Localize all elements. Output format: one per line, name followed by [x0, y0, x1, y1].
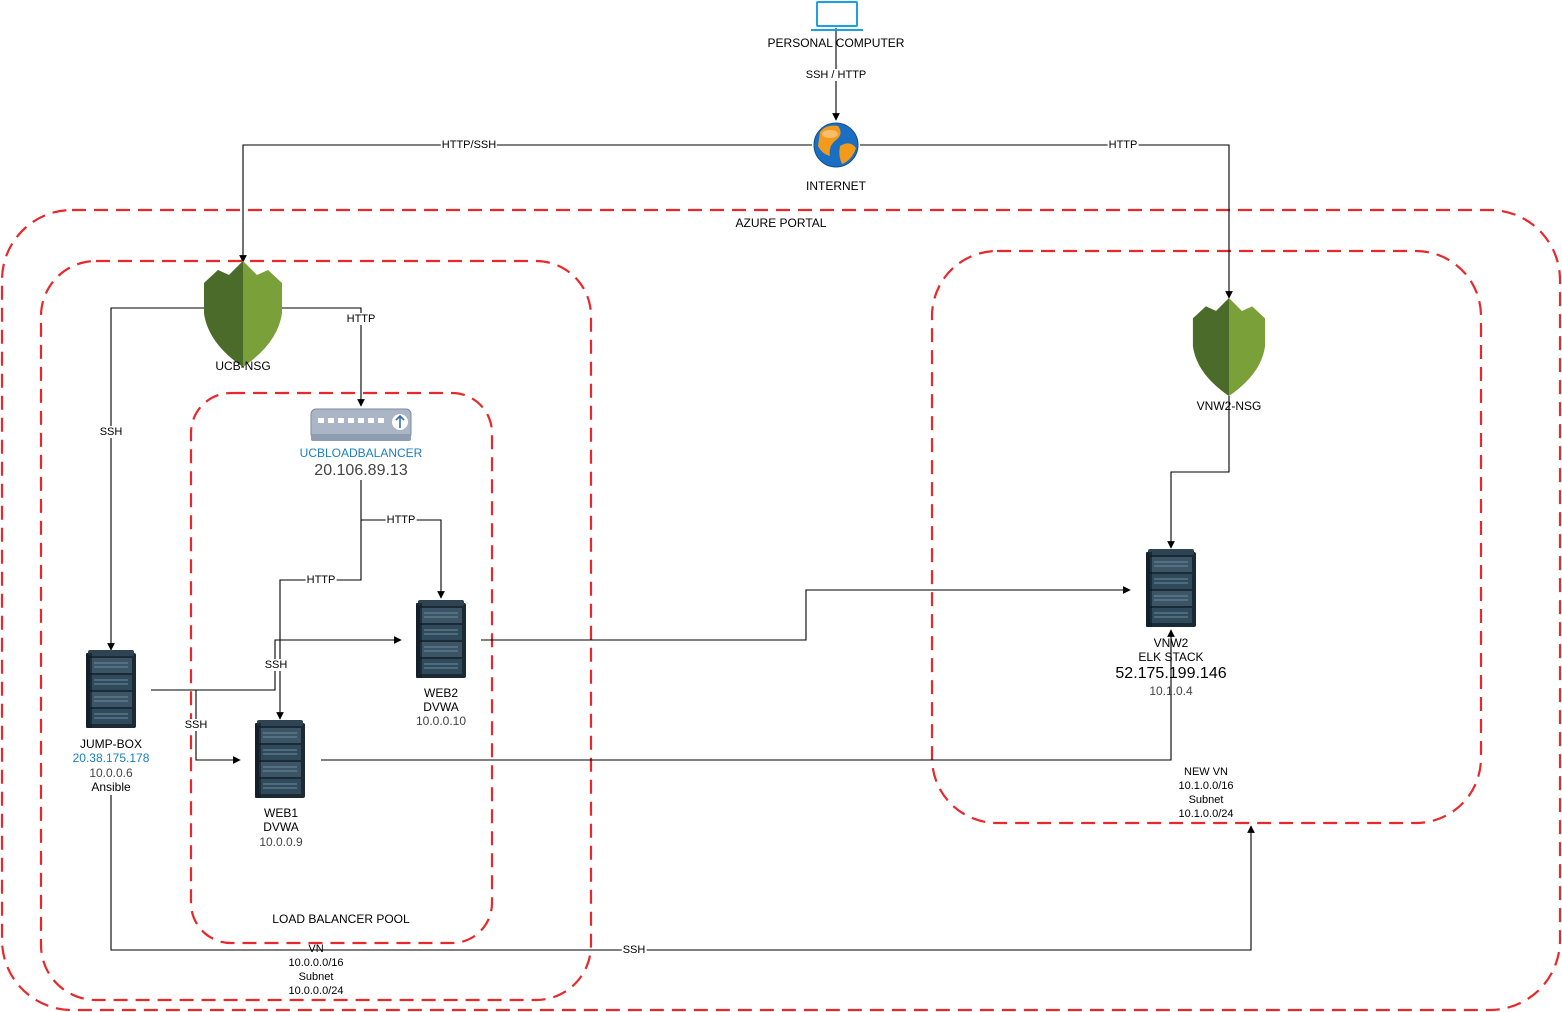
edge-label-lb-web1: HTTP: [305, 574, 337, 586]
load-balancer-ip: 20.106.89.13: [314, 462, 408, 479]
laptop-icon: [811, 1, 863, 31]
jump-box-name: JUMP-BOX: [79, 737, 143, 751]
jump-box-server-icon: [86, 650, 136, 728]
azure-portal-zone: [0, 208, 1562, 1012]
vnw2-app: ELK STACK: [1138, 650, 1204, 664]
load-balancer-icon: [310, 408, 412, 441]
new-vn-label-line: NEW VN: [1184, 766, 1228, 778]
globe-icon: [813, 122, 859, 168]
edge-nsg-jump: [107, 307, 205, 651]
vnw2-nsg-label: VNW2-NSG: [1196, 399, 1262, 413]
edge-label-jump-newvn: SSH: [621, 944, 647, 956]
web1-server-icon: [255, 720, 305, 798]
vnw2-ip: 10.1.0.4: [1149, 684, 1193, 698]
jump-box-private-ip: 10.0.0.6: [89, 766, 133, 780]
edge-label-pc-internet: SSH / HTTP: [804, 69, 868, 81]
edge-label-lb-web2: HTTP: [385, 514, 417, 526]
vnw2-name: VNW2: [1153, 636, 1189, 650]
edge-label-nsg-jump: SSH: [98, 426, 124, 438]
web2-ip: 10.0.0.10: [415, 714, 467, 728]
jump-box-role: Ansible: [91, 780, 131, 794]
web1-ip: 10.0.0.9: [259, 835, 303, 849]
edge-label-jump-web1: SSH: [183, 719, 209, 731]
vn-label-line: VN: [308, 943, 324, 955]
edge-label-nsg-lb: HTTP: [345, 313, 377, 325]
vn-label-line: Subnet: [298, 971, 334, 983]
edge-label-internet-vnw2: HTTP: [1107, 139, 1139, 151]
web2-server-icon: [416, 600, 466, 678]
personal-computer-label: PERSONAL COMPUTER: [767, 36, 905, 50]
new-vn-label-line: Subnet: [1188, 794, 1224, 806]
load-balancer-pool-zone: [189, 391, 494, 945]
edge-label-jump-web2: SSH: [263, 659, 289, 671]
azure-portal-label: AZURE PORTAL: [735, 216, 827, 230]
edge-internet-vnw2: [860, 144, 1233, 299]
edge-nsg-lb: [281, 307, 365, 407]
new-vn-label-line: 10.1.0.0/16: [1178, 780, 1234, 792]
edge-lb-web2: [360, 480, 445, 599]
web2-name: WEB2: [423, 686, 459, 700]
edge-jump-web1: [195, 690, 241, 764]
internet-label: INTERNET: [806, 179, 866, 193]
vn-label-line: 10.0.0.0/24: [288, 985, 344, 997]
edge-lb-web1: [276, 520, 362, 720]
ucb-nsg-shield-icon: [204, 261, 282, 367]
edge-nsg2-elk: [1167, 396, 1230, 549]
vnw2-nsg-shield-icon: [1192, 298, 1266, 396]
zone-borders: [0, 208, 1562, 1012]
edge-web2-elk: [481, 586, 1131, 641]
edge-jump-newvn: [110, 795, 1255, 951]
load-balancer-pool-label: LOAD BALANCER POOL: [272, 912, 410, 926]
edge-web1-elk: [321, 629, 1175, 761]
new-vn-zone: [930, 249, 1483, 825]
vn-zone: [39, 259, 593, 1002]
new-vn-label-line: 10.1.0.0/24: [1178, 808, 1234, 820]
jump-box-public-ip: 20.38.175.178: [72, 751, 150, 765]
vn-label-line: 10.0.0.0/16: [288, 957, 344, 969]
ucb-nsg-label: UCB-NSG: [215, 359, 271, 373]
vnw2-server-icon: [1146, 549, 1196, 627]
load-balancer-name: UCBLOADBALANCER: [299, 446, 423, 460]
vnw2-public-ip: 52.175.199.146: [1115, 665, 1227, 682]
edge-label-internet-ucb: HTTP/SSH: [440, 139, 498, 151]
web2-app: DVWA: [423, 700, 459, 714]
web1-name: WEB1: [263, 806, 299, 820]
edge-internet-ucb: [239, 144, 812, 263]
web1-app: DVWA: [263, 820, 299, 834]
